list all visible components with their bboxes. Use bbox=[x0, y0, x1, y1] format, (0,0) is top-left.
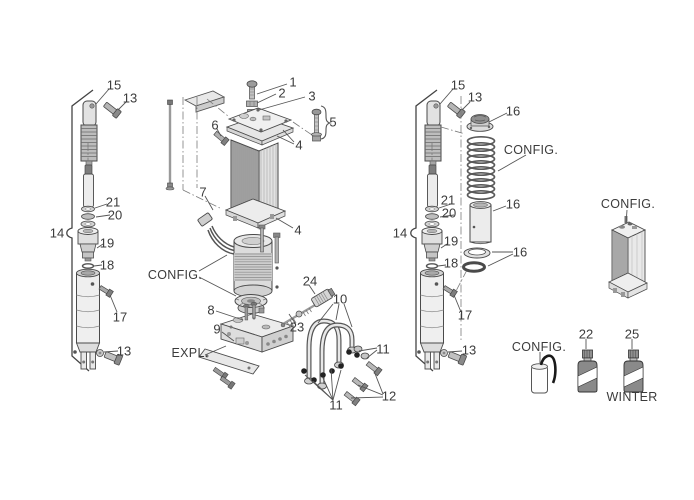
callout-11-bottom: 11 bbox=[329, 397, 343, 413]
pump-base-8-9 bbox=[219, 301, 295, 353]
motor-wires-7 bbox=[197, 212, 235, 255]
callout-11-right: 11 bbox=[376, 341, 390, 357]
callout-4-lower: 4 bbox=[294, 222, 302, 238]
bolt-5 bbox=[311, 105, 332, 142]
callout-15-right: 15 bbox=[450, 77, 466, 93]
mounting-bracket bbox=[183, 90, 226, 113]
config-label-motor: CONFIG. bbox=[147, 267, 203, 282]
leader-lines bbox=[198, 83, 633, 401]
screw-6 bbox=[213, 130, 230, 147]
nut-2 bbox=[246, 100, 258, 107]
callout-1: 1 bbox=[289, 74, 297, 90]
right-axis-lines bbox=[440, 96, 468, 342]
callout-10: 10 bbox=[332, 291, 348, 307]
callout-9: 9 bbox=[213, 321, 221, 337]
winter-label: WINTER bbox=[606, 389, 658, 404]
sleeve-16 bbox=[469, 201, 492, 245]
callout-8: 8 bbox=[207, 302, 215, 318]
callout-14-right: 14 bbox=[392, 225, 408, 241]
callout-17-right: 17 bbox=[457, 307, 473, 323]
callout-4-upper: 4 bbox=[295, 137, 303, 153]
callout-21-left: 21 bbox=[105, 194, 121, 210]
callout-2: 2 bbox=[278, 85, 286, 101]
top-screw-1 bbox=[246, 80, 258, 100]
callout-24: 24 bbox=[302, 273, 318, 289]
callout-13-right-bottom: 13 bbox=[461, 342, 477, 358]
cap-nut-16 bbox=[466, 114, 494, 132]
callout-17-left: 17 bbox=[112, 309, 128, 325]
config-pump-unit bbox=[608, 216, 648, 299]
callout-12: 12 bbox=[381, 388, 397, 404]
config-capacitor bbox=[531, 354, 557, 394]
callout-14-left: 14 bbox=[49, 225, 65, 241]
callout-7: 7 bbox=[199, 184, 207, 200]
seals-16 bbox=[462, 247, 491, 273]
spring-16 bbox=[466, 135, 496, 201]
base-cover-plate bbox=[198, 348, 260, 390]
config-label-pump-unit: CONFIG. bbox=[600, 196, 656, 211]
callout-21-right: 21 bbox=[440, 192, 456, 208]
callout-23: 23 bbox=[289, 319, 305, 335]
tank-bottom-plate bbox=[224, 198, 287, 229]
config-label-capacitor: CONFIG. bbox=[511, 339, 567, 354]
callout-20-left: 20 bbox=[107, 207, 123, 223]
callout-6: 6 bbox=[211, 117, 219, 133]
assembly-axis-lines bbox=[182, 97, 319, 210]
hoses-10 bbox=[301, 318, 370, 390]
callout-25: 25 bbox=[624, 326, 640, 342]
callout-16-top: 16 bbox=[505, 103, 521, 119]
callout-20-right: 20 bbox=[441, 205, 457, 221]
expl-label: EXPL. bbox=[171, 345, 209, 360]
callout-13-left-bottom: 13 bbox=[116, 343, 132, 359]
config-label-spring: CONFIG. bbox=[503, 142, 559, 157]
callout-22: 22 bbox=[578, 326, 594, 342]
callout-16-bottom: 16 bbox=[512, 244, 528, 260]
callout-18-left: 18 bbox=[99, 257, 115, 273]
callout-19-left: 19 bbox=[99, 235, 115, 251]
callout-3: 3 bbox=[308, 88, 316, 104]
callout-16-mid: 16 bbox=[505, 196, 521, 212]
tie-rod bbox=[165, 99, 175, 191]
release-valve-23-24 bbox=[280, 287, 336, 328]
callout-13-right-top: 13 bbox=[467, 89, 483, 105]
callout-13-left-top: 13 bbox=[122, 90, 138, 106]
callout-19-right: 19 bbox=[443, 233, 459, 249]
callout-5: 5 bbox=[329, 114, 337, 130]
callout-15-left: 15 bbox=[106, 77, 122, 93]
motor bbox=[233, 224, 281, 298]
callout-18-right: 18 bbox=[443, 255, 459, 271]
